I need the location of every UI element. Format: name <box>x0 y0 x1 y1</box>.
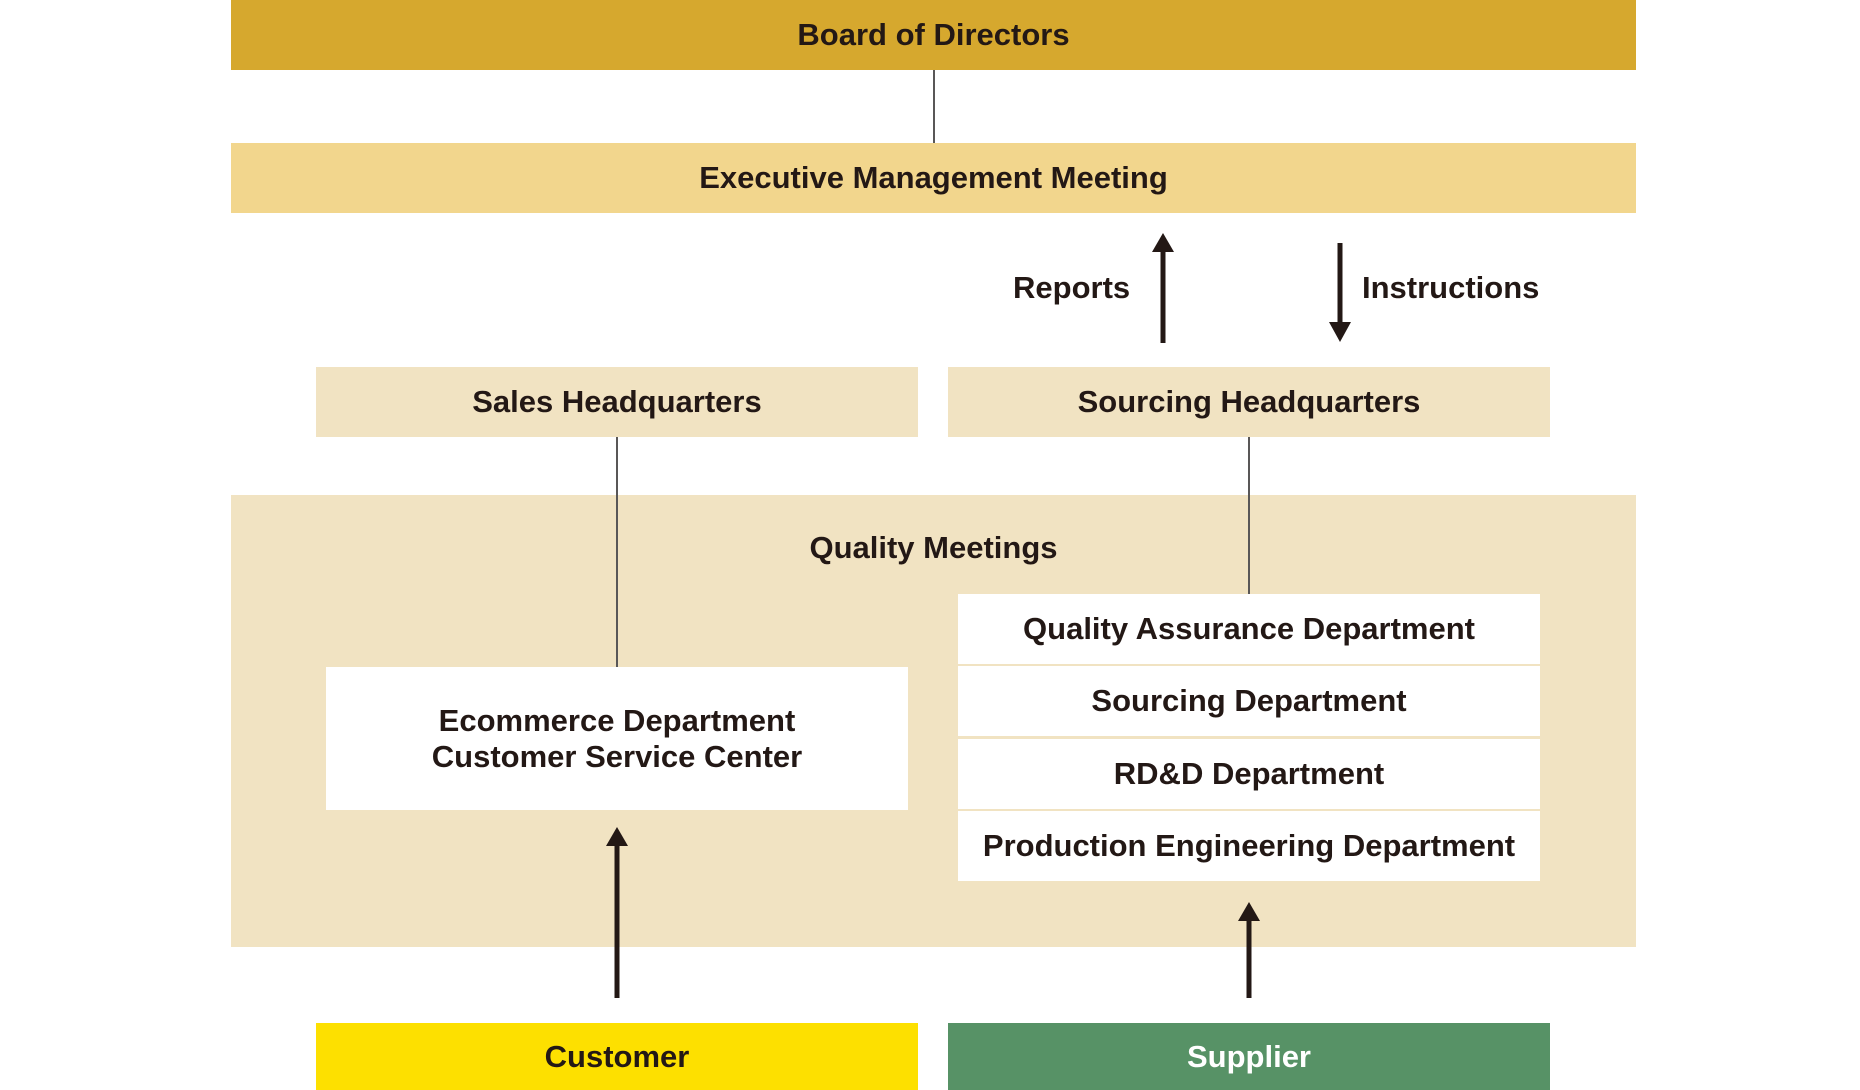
supplier-label: Supplier <box>1186 1038 1311 1074</box>
customer-label: Customer <box>544 1038 690 1074</box>
rdd-department-label: RD&D Department <box>1113 756 1385 791</box>
instructions-label: Instructions <box>1362 270 1540 305</box>
board-of-directors-box: Board of Directors <box>231 0 1636 70</box>
reports-arrow <box>1152 233 1174 343</box>
quality-meetings-title: Quality Meetings <box>809 530 1058 565</box>
executive-management-meeting-box: Executive Management Meeting <box>231 143 1636 213</box>
rdd-department-box: RD&D Department <box>958 739 1540 809</box>
supplier-box: Supplier <box>948 1023 1550 1090</box>
production-engineering-department-label: Production Engineering Department <box>982 828 1516 863</box>
ecommerce-customer-service-box: Ecommerce Department Customer Service Ce… <box>326 667 908 810</box>
ecommerce-department-label: Ecommerce Department <box>438 702 796 738</box>
instructions-arrow <box>1329 243 1351 342</box>
executive-management-meeting-label: Executive Management Meeting <box>699 160 1168 195</box>
sourcing-headquarters-box: Sourcing Headquarters <box>948 367 1550 437</box>
customer-service-center-label: Customer Service Center <box>431 738 803 774</box>
production-engineering-department-box: Production Engineering Department <box>958 811 1540 881</box>
quality-assurance-department-box: Quality Assurance Department <box>958 594 1540 664</box>
sourcing-headquarters-label: Sourcing Headquarters <box>1077 384 1421 419</box>
reports-label: Reports <box>1013 270 1131 305</box>
customer-box: Customer <box>316 1023 918 1090</box>
sourcing-department-label: Sourcing Department <box>1091 683 1407 718</box>
sourcing-department-box: Sourcing Department <box>958 666 1540 736</box>
quality-assurance-department-label: Quality Assurance Department <box>1023 611 1475 646</box>
sales-headquarters-label: Sales Headquarters <box>472 384 762 419</box>
board-of-directors-label: Board of Directors <box>797 17 1070 52</box>
sales-headquarters-box: Sales Headquarters <box>316 367 918 437</box>
